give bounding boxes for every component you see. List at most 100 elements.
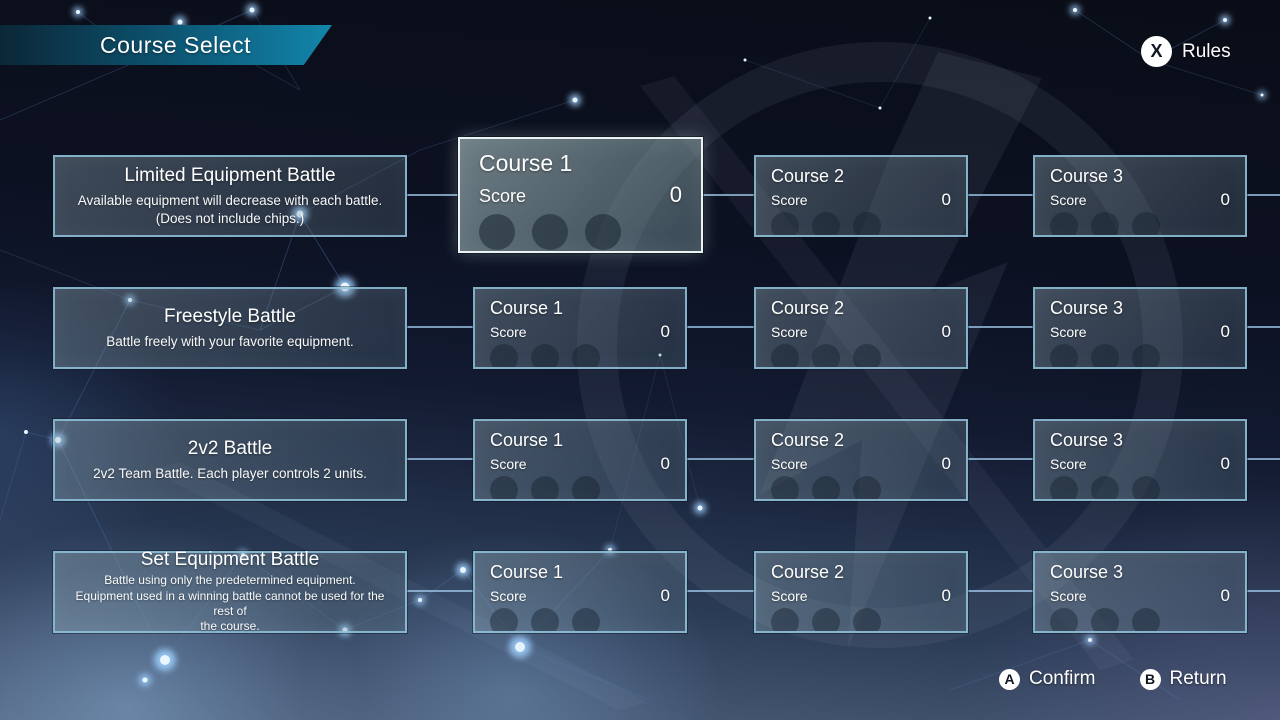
score-row: Score 0: [490, 455, 670, 472]
progress-dot: [771, 608, 799, 631]
course-card[interactable]: Course 1 Score 0: [473, 287, 687, 369]
progress-dot: [1050, 608, 1078, 631]
course-card[interactable]: Course 3 Score 0: [1033, 287, 1247, 369]
progress-dots: [1050, 212, 1230, 235]
progress-dots: [479, 214, 682, 250]
progress-dot: [812, 212, 840, 235]
confirm-button[interactable]: A Confirm: [999, 668, 1096, 690]
progress-dot: [531, 344, 559, 367]
course-card[interactable]: Course 2 Score 0: [754, 287, 968, 369]
progress-dot: [1050, 476, 1078, 499]
score-value: 0: [941, 322, 951, 341]
course-title: Course 1: [490, 430, 564, 450]
x-button-icon: X: [1141, 36, 1172, 67]
connector-line: [968, 458, 1033, 460]
footer-hints: A Confirm B Return: [999, 668, 1227, 690]
progress-dots: [771, 608, 951, 631]
progress-dot: [1132, 212, 1160, 235]
course-title: Course 2: [771, 166, 845, 186]
progress-dot: [572, 344, 600, 367]
connector-line: [687, 458, 754, 460]
score-label: Score: [479, 186, 527, 206]
connector-line: [1247, 590, 1280, 592]
progress-dot: [853, 608, 881, 631]
connector-line: [407, 590, 473, 592]
course-card[interactable]: Course 2 Score 0: [754, 551, 968, 633]
course-card-selected[interactable]: Course 1 Score 0: [458, 137, 703, 253]
mode-title: Set Equipment Battle: [140, 549, 320, 571]
course-title: Course 1: [479, 150, 573, 176]
mode-card-freestyle-battle[interactable]: Freestyle Battle Battle freely with your…: [53, 287, 407, 369]
score-row: Score 0: [1050, 323, 1230, 340]
course-card[interactable]: Course 1 Score 0: [473, 419, 687, 501]
return-label: Return: [1169, 668, 1227, 689]
course-card[interactable]: Course 1 Score 0: [473, 551, 687, 633]
score-row: Score 0: [479, 182, 682, 207]
progress-dot: [490, 344, 518, 367]
connector-line: [968, 326, 1033, 328]
score-value: 0: [1220, 322, 1230, 341]
course-card[interactable]: Course 3 Score 0: [1033, 419, 1247, 501]
course-card[interactable]: Course 2 Score 0: [754, 155, 968, 237]
progress-dot: [1091, 608, 1119, 631]
score-row: Score 0: [490, 587, 670, 604]
course-card[interactable]: Course 3 Score 0: [1033, 551, 1247, 633]
mode-description: 2v2 Team Battle. Each player controls 2 …: [93, 465, 367, 483]
course-title: Course 2: [771, 430, 845, 450]
score-label: Score: [771, 588, 808, 604]
connector-line: [687, 326, 754, 328]
course-title: Course 2: [771, 298, 845, 318]
progress-dot: [531, 476, 559, 499]
progress-dot: [1132, 344, 1160, 367]
mode-title: Limited Equipment Battle: [124, 164, 336, 186]
course-title: Course 3: [1050, 430, 1124, 450]
progress-dots: [1050, 344, 1230, 367]
course-title: Course 1: [490, 562, 564, 582]
score-row: Score 0: [1050, 455, 1230, 472]
mode-description: Available equipment will decrease with e…: [78, 192, 382, 228]
page-title: Course Select: [100, 31, 251, 58]
score-label: Score: [1050, 456, 1087, 472]
b-button-key-label: B: [1144, 671, 1156, 687]
progress-dot: [572, 608, 600, 631]
progress-dot: [771, 476, 799, 499]
score-value: 0: [1220, 454, 1230, 473]
course-card[interactable]: Course 3 Score 0: [1033, 155, 1247, 237]
mode-card-set-equipment-battle[interactable]: Set Equipment Battle Battle using only t…: [53, 549, 407, 634]
course-card[interactable]: Course 2 Score 0: [754, 419, 968, 501]
course-title: Course 3: [1050, 166, 1124, 186]
score-row: Score 0: [1050, 587, 1230, 604]
progress-dots: [490, 608, 670, 631]
mode-description-line: (Does not include chips.): [155, 210, 305, 226]
progress-dot: [1132, 476, 1160, 499]
progress-dot: [853, 476, 881, 499]
progress-dot: [1091, 476, 1119, 499]
progress-dot: [812, 476, 840, 499]
mode-card-2v2-battle[interactable]: 2v2 Battle 2v2 Team Battle. Each player …: [53, 419, 407, 501]
progress-dot: [1091, 344, 1119, 367]
connector-line: [687, 590, 754, 592]
mode-description: Battle using only the predetermined equi…: [67, 573, 393, 634]
course-title: Course 3: [1050, 298, 1124, 318]
rules-button[interactable]: X Rules: [1141, 36, 1231, 67]
progress-dot: [490, 476, 518, 499]
connector-line: [703, 194, 754, 196]
connector-line: [968, 590, 1033, 592]
mode-description-line: Battle using only the predetermined equi…: [104, 573, 356, 588]
mode-description-line: Available equipment will decrease with e…: [77, 192, 383, 208]
return-button[interactable]: B Return: [1139, 668, 1227, 690]
score-row: Score 0: [771, 191, 951, 208]
score-value: 0: [669, 182, 682, 207]
course-title: Course 1: [490, 298, 564, 318]
confirm-label: Confirm: [1029, 668, 1096, 689]
progress-dot: [1050, 212, 1078, 235]
connector-line: [1247, 326, 1280, 328]
connector-line: [1247, 194, 1280, 196]
progress-dots: [1050, 608, 1230, 631]
mode-description-line: Battle freely with your favorite equipme…: [106, 333, 354, 349]
score-label: Score: [771, 192, 808, 208]
score-label: Score: [771, 456, 808, 472]
connector-line: [1247, 458, 1280, 460]
score-label: Score: [1050, 192, 1087, 208]
mode-card-limited-equipment-battle[interactable]: Limited Equipment Battle Available equip…: [53, 155, 407, 237]
